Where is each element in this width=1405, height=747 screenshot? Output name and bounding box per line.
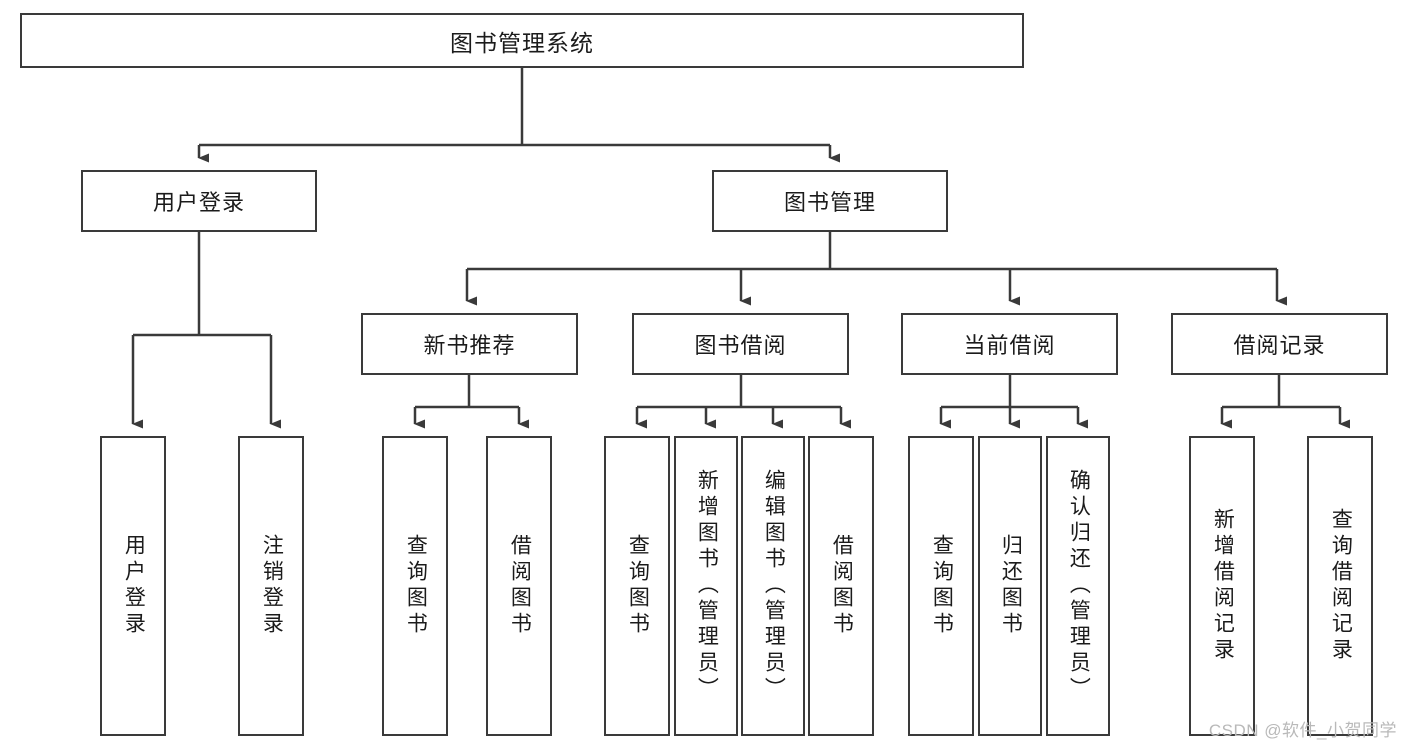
- leaf-current-borrow-confirm-return-admin[interactable]: 确认归还（管理员）: [1046, 436, 1110, 736]
- node-label: 借阅记录: [1233, 333, 1326, 358]
- node-label: 图书管理: [783, 190, 876, 215]
- node-label: 查询图书: [930, 534, 954, 638]
- node-label: 确认归还（管理员）: [1067, 469, 1091, 703]
- node-current-borrow[interactable]: 当前借阅: [901, 313, 1118, 375]
- node-label: 新增借阅记录: [1211, 508, 1235, 664]
- node-label: 借阅图书: [508, 534, 532, 638]
- node-book-borrow[interactable]: 图书借阅: [632, 313, 849, 375]
- leaf-book-borrow-query-book[interactable]: 查询图书: [604, 436, 670, 736]
- leaf-book-borrow-edit-book-admin[interactable]: 编辑图书（管理员）: [741, 436, 805, 736]
- watermark: CSDN @软件_小贺同学: [1208, 721, 1397, 740]
- node-label: 归还图书: [999, 534, 1023, 638]
- node-label: 新书推荐: [423, 333, 516, 358]
- leaf-book-borrow-add-book-admin[interactable]: 新增图书（管理员）: [674, 436, 738, 736]
- leaf-new-book-query-book[interactable]: 查询图书: [382, 436, 448, 736]
- node-borrow-record[interactable]: 借阅记录: [1171, 313, 1388, 375]
- node-label: 当前借阅: [963, 333, 1056, 358]
- node-user-login[interactable]: 用户登录: [81, 170, 317, 232]
- leaf-user-login-logout[interactable]: 注销登录: [238, 436, 304, 736]
- node-label: 用户登录: [122, 534, 146, 638]
- leaf-borrow-record-add-record[interactable]: 新增借阅记录: [1189, 436, 1255, 736]
- leaf-borrow-record-query-record[interactable]: 查询借阅记录: [1307, 436, 1373, 736]
- node-label: 图书管理系统: [450, 29, 594, 56]
- leaf-current-borrow-query-book[interactable]: 查询图书: [908, 436, 974, 736]
- node-label: 图书借阅: [694, 333, 787, 358]
- node-label: 新增图书（管理员）: [695, 469, 719, 703]
- node-book-management[interactable]: 图书管理: [712, 170, 948, 232]
- node-label: 查询图书: [626, 534, 650, 638]
- node-root-library-system[interactable]: 图书管理系统: [20, 13, 1024, 68]
- leaf-new-book-borrow-book[interactable]: 借阅图书: [486, 436, 552, 736]
- node-label: 查询借阅记录: [1329, 508, 1353, 664]
- node-label: 查询图书: [404, 534, 428, 638]
- node-label: 注销登录: [260, 534, 284, 638]
- node-label: 编辑图书（管理员）: [762, 469, 786, 703]
- leaf-current-borrow-return-book[interactable]: 归还图书: [978, 436, 1042, 736]
- node-label: 用户登录: [152, 190, 245, 215]
- node-label: 借阅图书: [830, 534, 854, 638]
- node-new-book-recommend[interactable]: 新书推荐: [361, 313, 578, 375]
- leaf-user-login-login[interactable]: 用户登录: [100, 436, 166, 736]
- leaf-book-borrow-borrow-book[interactable]: 借阅图书: [808, 436, 874, 736]
